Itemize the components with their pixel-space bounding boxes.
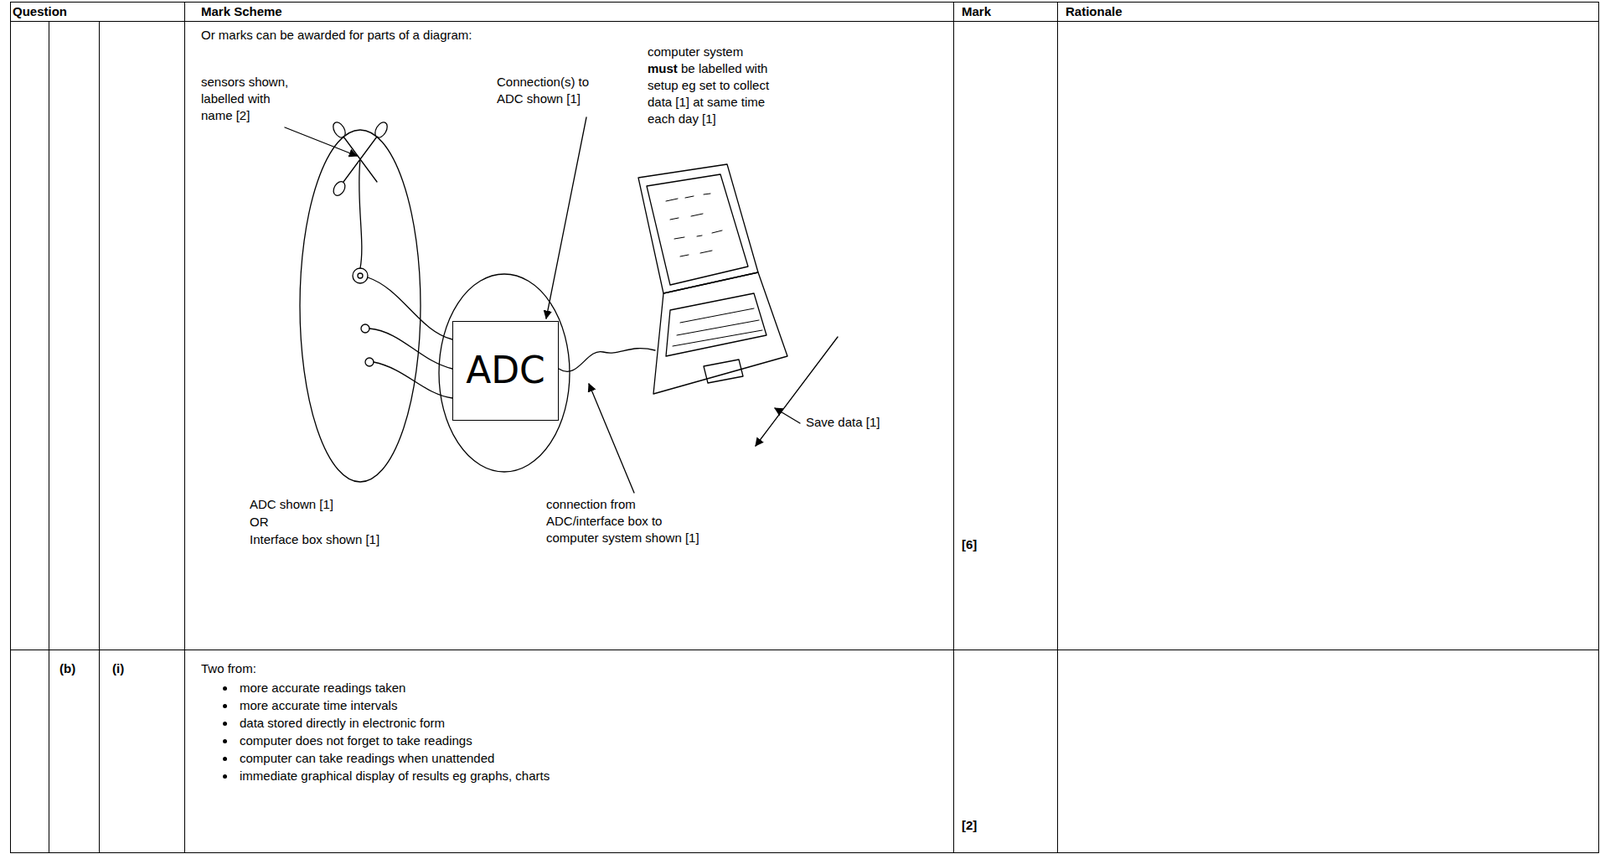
- annotation: Interface box shown [1]: [249, 531, 380, 548]
- bullet-text: more accurate readings taken: [239, 680, 406, 695]
- sensor-loop: [372, 119, 390, 140]
- annotation: OR: [249, 513, 269, 531]
- table-rule: [10, 1, 11, 853]
- adc-ring: [438, 273, 570, 472]
- column-heading: Question: [12, 3, 68, 21]
- annotation: Connection(s) to ADC shown [1]: [496, 73, 603, 108]
- column-heading: Mark: [961, 3, 991, 21]
- leader-arrow: [284, 127, 357, 156]
- annotation: computer systemmustbe labelled with setu…: [647, 43, 792, 128]
- sensor-wire: [367, 277, 453, 340]
- question-part: (i): [112, 660, 124, 677]
- keyboard-rows: [672, 308, 763, 346]
- leader-arrow: [755, 336, 838, 446]
- annotation: sensors shown, labelled with name [2]: [201, 73, 299, 124]
- sensor-loop: [330, 119, 348, 140]
- table-rule: [953, 1, 955, 853]
- table-rule: [98, 20, 100, 853]
- annotation-part: computer system: [647, 43, 792, 61]
- adc-box: ADC: [452, 320, 559, 421]
- laptop-keyboard: [665, 293, 767, 357]
- bullet-item: data stored directly in electronic form: [236, 713, 957, 732]
- table-rule: [10, 1, 1599, 3]
- mark-total: [6]: [961, 536, 977, 553]
- sensor-wire: [369, 328, 453, 369]
- bullet-text: more accurate time intervals: [239, 697, 398, 713]
- bullet-item: more accurate readings taken: [236, 678, 957, 697]
- bullet-item: computer can take readings when unattend…: [236, 748, 957, 767]
- laptop-screen: [646, 174, 749, 285]
- sensor-symbol: [352, 268, 368, 284]
- table-rule: [48, 20, 50, 853]
- intro-text: Two from:: [201, 660, 257, 677]
- sensor-loop: [330, 179, 347, 198]
- table-rule: [1598, 1, 1600, 853]
- table-rule: [184, 1, 186, 853]
- laptop-base: [653, 272, 788, 394]
- mark-total: [2]: [961, 816, 977, 834]
- question-part: (b): [59, 660, 76, 677]
- bullet-item: more accurate time intervals: [236, 696, 957, 714]
- table-rule: [10, 851, 1599, 853]
- leader-arrow: [546, 117, 587, 319]
- table-rule: [1057, 1, 1059, 853]
- table-lines: [10, 1, 1600, 853]
- sensor-stem: [359, 159, 362, 269]
- bullet-text: computer does not forget to take reading…: [239, 732, 473, 748]
- table-rule: [10, 649, 1599, 651]
- computer-wire: [558, 348, 656, 372]
- bullet-text: data stored directly in electronic form: [239, 715, 445, 730]
- sensor-group-ring: [299, 129, 421, 482]
- screen-scribble: [665, 193, 723, 257]
- intro-text: Or marks can be awarded for parts of a d…: [201, 26, 472, 44]
- bullet-text: immediate graphical display of results e…: [239, 768, 550, 783]
- bullet-item: computer does not forget to take reading…: [236, 731, 957, 749]
- annotation: connection from ADC/interface box to com…: [546, 495, 714, 547]
- leader-arrow: [588, 383, 635, 493]
- laptop-touchpad: [703, 359, 744, 383]
- sensor-symbol: [357, 273, 363, 279]
- sensor-wire: [373, 361, 453, 398]
- bullet-list: more accurate readings taken more accurat…: [201, 678, 957, 785]
- annotation: ADC shown [1]: [249, 495, 334, 513]
- bullet-text: computer can take readings when unattend…: [239, 750, 495, 765]
- column-heading: Rationale: [1065, 3, 1123, 21]
- annotation: Save data [1]: [805, 413, 880, 431]
- table-rule: [10, 20, 1599, 22]
- sensor-symbol: [361, 324, 370, 333]
- bullet-item: immediate graphical display of results e…: [236, 766, 957, 785]
- annotation-part: must: [647, 61, 678, 76]
- laptop-lid: [638, 164, 759, 294]
- box-label: ADC: [465, 350, 546, 391]
- column-heading: Mark Scheme: [201, 3, 283, 21]
- sensor-symbol: [365, 357, 374, 367]
